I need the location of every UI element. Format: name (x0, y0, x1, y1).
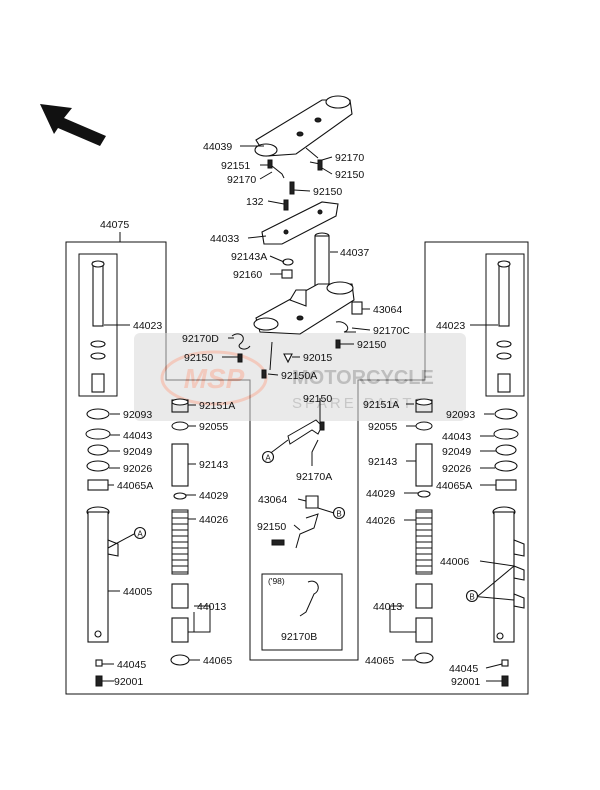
callout-a-left: A (137, 530, 143, 539)
callout-a-center: A (265, 454, 271, 463)
left-damper-rod-part (90, 260, 106, 393)
watermark: MSP MOTORCYCLE SPARE PARTS (134, 333, 466, 421)
label-44075: 44075 (100, 219, 129, 231)
handlebar-plate-part (261, 201, 339, 245)
watermark-line2: SPARE PARTS (292, 395, 428, 412)
leader-lines (102, 145, 515, 682)
label-92015: 92015 (303, 352, 332, 364)
label-92055-right: 92055 (368, 421, 397, 433)
label-92026-right: 92026 (442, 463, 471, 475)
label-44023-right: 44023 (436, 320, 465, 332)
label-92093-right: 92093 (446, 409, 475, 421)
callout-b-right: B (469, 593, 474, 602)
watermark-line1: MOTORCYCLE (292, 367, 434, 389)
upper-bracket-part (254, 95, 353, 211)
label-44065A-right: 44065A (436, 480, 472, 492)
steering-stem-part (231, 232, 363, 379)
label-92170D: 92170D (182, 333, 219, 345)
label-92151: 92151 (221, 160, 250, 172)
label-92026-left: 92026 (123, 463, 152, 475)
label-44013-left: 44013 (197, 601, 226, 613)
label-98: ('98) (268, 576, 285, 586)
right-damper-rod-part (496, 260, 512, 393)
label-44029-left: 44029 (199, 490, 228, 502)
label-92151A-left: 92151A (199, 400, 235, 412)
left-seal-stack-part (85, 408, 111, 491)
label-132: 132 (246, 196, 264, 208)
left-outer-tube-part (86, 506, 135, 687)
part-labels: 44039 92151 92170 92170 92150 92150 132 … (100, 141, 480, 688)
label-92160: 92160 (233, 269, 262, 281)
direction-arrow-icon (40, 104, 106, 146)
label-44026-left: 44026 (199, 514, 228, 526)
label-44045-left: 44045 (117, 659, 146, 671)
label-44029-right: 44029 (366, 488, 395, 500)
label-92151A-right: 92151A (363, 399, 399, 411)
label-44065-right: 44065 (365, 655, 394, 667)
label-92049-right: 92049 (442, 446, 471, 458)
label-44043-right: 44043 (442, 431, 471, 443)
label-44033: 44033 (210, 233, 239, 245)
label-92143-left: 92143 (199, 459, 228, 471)
label-92150A: 92150A (281, 370, 317, 382)
label-92150-right: 92150 (335, 169, 364, 181)
label-92150-wm: 92150 (303, 393, 332, 405)
label-92143A: 92143A (231, 251, 267, 263)
label-44039: 44039 (203, 141, 232, 153)
label-44006: 44006 (440, 556, 469, 568)
label-92093-left: 92093 (123, 409, 152, 421)
label-92170A: 92170A (296, 471, 332, 483)
left-inner-parts (170, 398, 190, 666)
label-92150-midleft: 92150 (184, 352, 213, 364)
label-92001-left: 92001 (114, 676, 143, 688)
label-44005: 44005 (123, 586, 152, 598)
label-44065-left: 44065 (203, 655, 232, 667)
hose-guide-part (271, 419, 325, 617)
label-92055-left: 92055 (199, 421, 228, 433)
label-44026-right: 44026 (366, 515, 395, 527)
label-92150-center: 92150 (313, 186, 342, 198)
label-92170B: 92170B (281, 631, 317, 643)
label-92170-right: 92170 (335, 152, 364, 164)
label-92170C: 92170C (373, 325, 410, 337)
watermark-logo: MSP (184, 363, 245, 394)
right-outer-tube-part (469, 506, 525, 687)
label-44037: 44037 (340, 247, 369, 259)
label-43064-top: 43064 (373, 304, 402, 316)
label-44065A-left: 44065A (117, 480, 153, 492)
callout-markers: A A B B (133, 450, 479, 603)
label-43064-mid: 43064 (258, 494, 287, 506)
label-44013-right: 44013 (373, 601, 402, 613)
label-92001-right: 92001 (451, 676, 480, 688)
label-44045-right: 44045 (449, 663, 478, 675)
right-inner-parts (414, 398, 434, 664)
label-92150-mid: 92150 (257, 521, 286, 533)
label-44023-left: 44023 (133, 320, 162, 332)
label-92150-midright: 92150 (357, 339, 386, 351)
label-92143-right: 92143 (368, 456, 397, 468)
right-seal-stack-part (493, 408, 519, 491)
label-92049-left: 92049 (123, 446, 152, 458)
label-92170-left: 92170 (227, 174, 256, 186)
label-44043-left: 44043 (123, 430, 152, 442)
callout-b-center: B (336, 510, 341, 519)
